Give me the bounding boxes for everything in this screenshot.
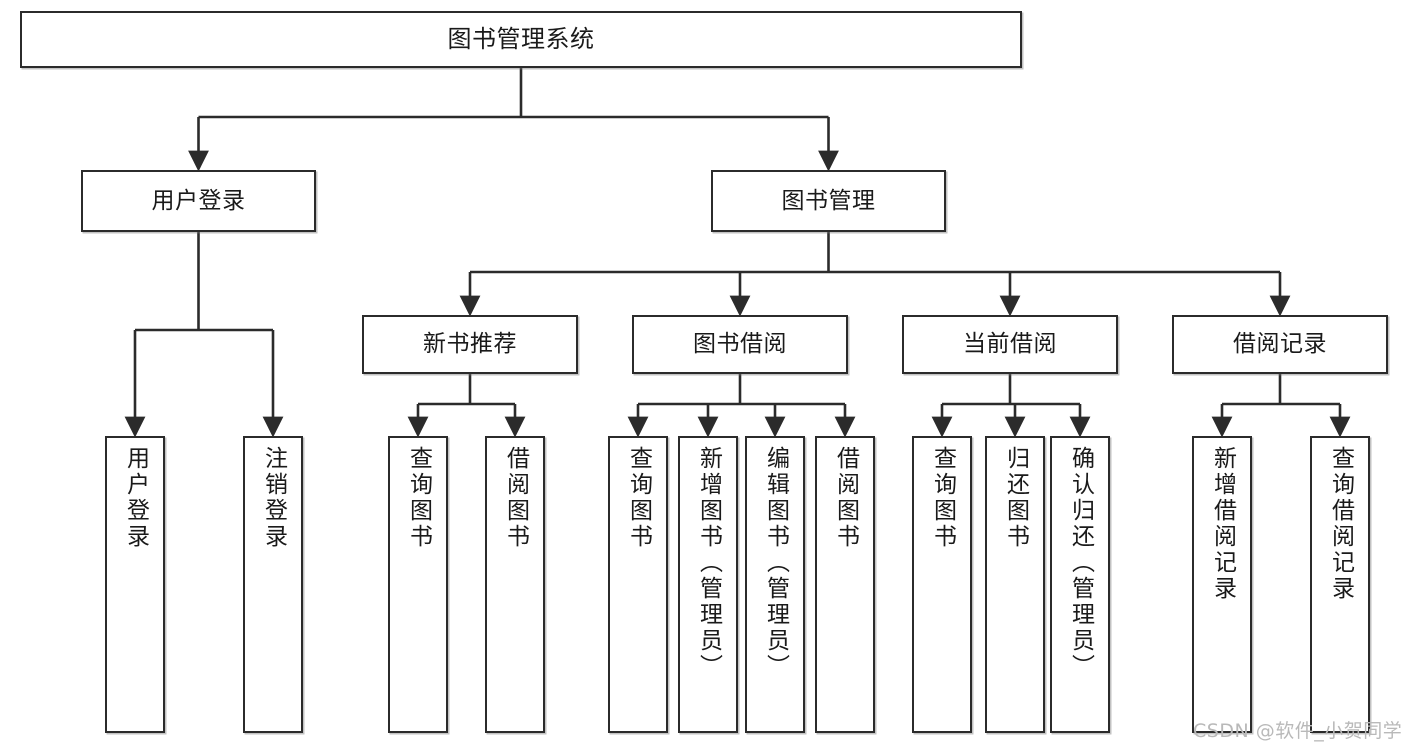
node-leaf-edit-book-label: 编辑图书（管理员） — [762, 446, 789, 680]
node-leaf-query-record[interactable]: 查询借阅记录 — [1310, 436, 1370, 733]
node-new-book-rec-label: 新书推荐 — [423, 331, 517, 358]
node-leaf-query-record-label: 查询借阅记录 — [1327, 446, 1354, 602]
node-user-login-label: 用户登录 — [151, 187, 246, 214]
node-current-borrow[interactable]: 当前借阅 — [902, 315, 1118, 374]
node-borrow-record[interactable]: 借阅记录 — [1172, 315, 1388, 374]
node-leaf-confirm-return-label: 确认归还（管理员） — [1067, 446, 1094, 680]
node-leaf-borrow-book-1[interactable]: 借阅图书 — [485, 436, 545, 733]
node-borrow-record-label: 借阅记录 — [1233, 331, 1327, 358]
node-root-label: 图书管理系统 — [447, 24, 595, 53]
node-root[interactable]: 图书管理系统 — [20, 11, 1022, 68]
node-leaf-add-book[interactable]: 新增图书（管理员） — [678, 436, 738, 733]
node-leaf-borrow-book-2[interactable]: 借阅图书 — [815, 436, 875, 733]
node-leaf-edit-book[interactable]: 编辑图书（管理员） — [745, 436, 805, 733]
csdn-watermark: CSDN @软件_小贺同学 — [1193, 720, 1403, 742]
node-leaf-user-login-label: 用户登录 — [122, 446, 149, 550]
node-leaf-return-book[interactable]: 归还图书 — [985, 436, 1045, 733]
node-leaf-confirm-return[interactable]: 确认归还（管理员） — [1050, 436, 1110, 733]
node-leaf-query-book-2[interactable]: 查询图书 — [608, 436, 668, 733]
node-leaf-query-book-2-label: 查询图书 — [625, 446, 652, 550]
node-book-admin-label: 图书管理 — [781, 187, 876, 214]
node-leaf-borrow-book-1-label: 借阅图书 — [502, 446, 529, 550]
node-leaf-query-book-3[interactable]: 查询图书 — [912, 436, 972, 733]
node-leaf-query-book-3-label: 查询图书 — [929, 446, 956, 550]
node-user-login[interactable]: 用户登录 — [81, 170, 316, 232]
node-leaf-add-record-label: 新增借阅记录 — [1209, 446, 1236, 602]
node-leaf-user-login[interactable]: 用户登录 — [105, 436, 165, 733]
node-leaf-add-record[interactable]: 新增借阅记录 — [1192, 436, 1252, 733]
node-leaf-user-logout-label: 注销登录 — [260, 446, 287, 550]
node-leaf-add-book-label: 新增图书（管理员） — [695, 446, 722, 680]
node-leaf-return-book-label: 归还图书 — [1002, 446, 1029, 550]
node-book-admin[interactable]: 图书管理 — [711, 170, 946, 232]
node-book-borrow-label: 图书借阅 — [693, 331, 787, 358]
node-book-borrow[interactable]: 图书借阅 — [632, 315, 848, 374]
node-leaf-query-book-1-label: 查询图书 — [405, 446, 432, 550]
edge-group — [124, 68, 1351, 438]
node-leaf-borrow-book-2-label: 借阅图书 — [832, 446, 859, 550]
node-new-book-rec[interactable]: 新书推荐 — [362, 315, 578, 374]
node-leaf-query-book-1[interactable]: 查询图书 — [388, 436, 448, 733]
node-leaf-user-logout[interactable]: 注销登录 — [243, 436, 303, 733]
node-current-borrow-label: 当前借阅 — [963, 331, 1057, 358]
